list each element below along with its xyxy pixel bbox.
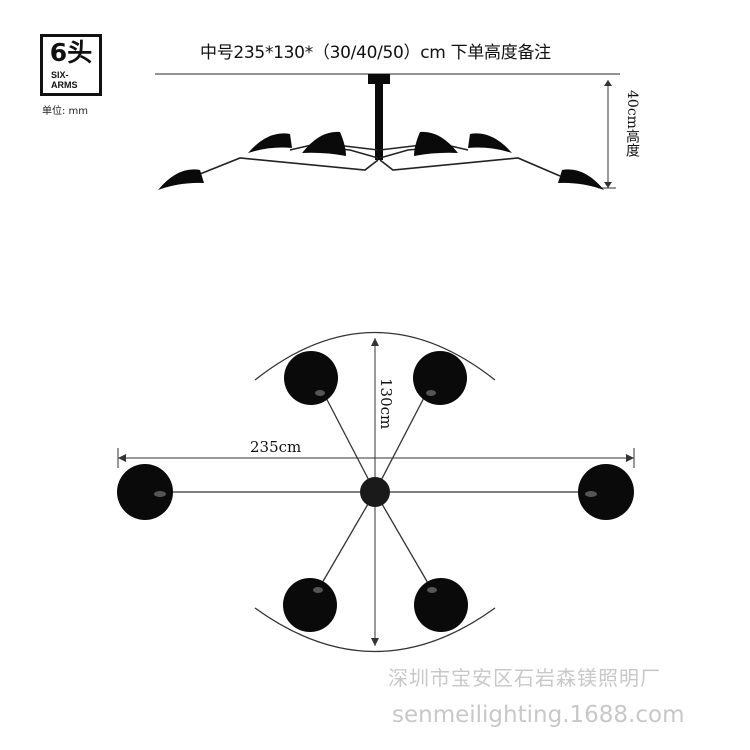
shade-icon (578, 464, 634, 520)
arrow-right-icon (626, 454, 634, 462)
width-label: 235cm (250, 438, 301, 456)
shade-icon (117, 464, 173, 520)
badge-subtitle: SIX- ARMS (51, 70, 78, 90)
arrow-down-icon (371, 638, 379, 646)
stem (375, 84, 383, 160)
shade-icon (283, 578, 337, 632)
shade-icon (158, 169, 204, 190)
badge-title: 6头 (49, 38, 93, 67)
side-view (155, 73, 620, 190)
arrow-up-icon (371, 338, 379, 346)
shade-icon (248, 133, 292, 153)
badge-subtitle-line2: ARMS (51, 80, 78, 90)
badge-subtitle-line1: SIX- (51, 70, 69, 80)
arrow-left-icon (118, 454, 126, 462)
unit-label: 单位: mm (42, 106, 89, 117)
watermark-company: 深圳市宝安区石岩森镁照明厂 (388, 666, 661, 690)
six-arms-badge: 6头 SIX- ARMS (40, 34, 102, 96)
shade-icon (468, 133, 512, 153)
shade-icon (413, 351, 467, 405)
shade-icon (414, 131, 458, 156)
arrow-up-icon (604, 80, 612, 86)
arrow-down-icon (604, 182, 612, 188)
top-arc (254, 332, 496, 381)
depth-label: 130cm (377, 378, 395, 429)
shade-icon (284, 351, 338, 405)
watermark-url: senmeilighting.1688.com (392, 702, 685, 728)
shade-icon (414, 578, 468, 632)
hub-icon (360, 477, 390, 507)
canopy (368, 74, 390, 84)
shade-icon (558, 169, 604, 190)
shade-icon (302, 131, 346, 156)
bottom-arc (254, 607, 496, 652)
top-view: 235cm 130cm (117, 332, 635, 652)
spec-text: 中号235*130*（30/40/50）cm 下单高度备注 (200, 43, 551, 63)
top-arms (165, 389, 585, 591)
height-label: 40cm高度 (624, 90, 640, 157)
